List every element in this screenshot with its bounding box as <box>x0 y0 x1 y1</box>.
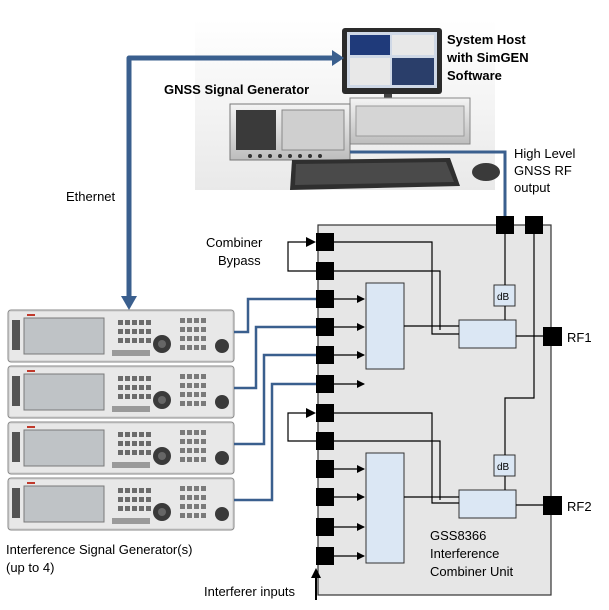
interference-generator-3 <box>7 421 235 475</box>
input-ports <box>316 233 334 565</box>
interferer-inputs-arrow <box>311 568 321 600</box>
high-level-label-line3: output <box>514 180 551 195</box>
internal-wiring <box>333 233 544 506</box>
combiner-block-upper <box>365 282 405 370</box>
port-interferer-6 <box>316 488 334 506</box>
port-interferer-7 <box>316 518 334 536</box>
interferer-cables <box>234 297 316 502</box>
combiner-bypass-label-line1: Combiner <box>206 235 263 250</box>
ethernet-label: Ethernet <box>66 189 116 204</box>
port-gnss-in-2 <box>525 216 543 234</box>
rf1-label: RF1 <box>567 330 592 345</box>
interference-gen-label-line1: Interference Signal Generator(s) <box>6 542 192 557</box>
host-photo <box>195 20 500 190</box>
bypass-loop-lower <box>287 408 316 442</box>
high-level-label-line2: GNSS RF <box>514 163 572 178</box>
attenuator-upper-label: dB <box>497 292 510 303</box>
keyboard-icon <box>290 158 460 190</box>
summer-upper <box>458 319 517 349</box>
interference-gen-label-line2: (up to 4) <box>6 560 54 575</box>
host-label-line2: with SimGEN <box>446 50 529 65</box>
combiner-inputs-lower <box>333 465 365 560</box>
port-bypass-2-out <box>316 432 334 450</box>
gnss-rf-cable <box>350 150 507 222</box>
port-rf1 <box>543 327 562 346</box>
ethernet-link <box>121 50 344 310</box>
port-interferer-2 <box>316 318 334 336</box>
interference-generator-1 <box>7 309 235 363</box>
port-gnss-in-1 <box>496 216 514 234</box>
gnss-generator-label: GNSS Signal Generator <box>164 82 309 97</box>
port-bypass-1-out <box>316 262 334 280</box>
unit-label-line3: Combiner Unit <box>430 564 513 579</box>
interference-generator-4 <box>7 477 235 531</box>
port-interferer-1 <box>316 290 334 308</box>
combiner-bypass-label-line2: Bypass <box>218 253 261 268</box>
combiner-block-lower <box>365 452 405 564</box>
port-bypass-2-in <box>316 404 334 422</box>
bypass-loop-upper <box>287 237 316 272</box>
interferer-inputs-label: Interferer inputs <box>204 584 296 599</box>
port-rf2 <box>543 496 562 515</box>
host-label-line1: System Host <box>447 32 526 47</box>
combiner-inputs-upper <box>333 295 365 388</box>
high-level-label-line1: High Level <box>514 146 576 161</box>
port-interferer-8 <box>316 547 334 565</box>
unit-label-line2: Interference <box>430 546 499 561</box>
port-bypass-1-in <box>316 233 334 251</box>
mouse-icon <box>472 163 500 181</box>
port-interferer-3 <box>316 346 334 364</box>
interference-generators <box>7 309 235 531</box>
unit-label-line1: GSS8366 <box>430 528 486 543</box>
interference-generator-2 <box>7 365 235 419</box>
summer-lower <box>458 489 517 519</box>
gnss-generator-icon <box>229 103 351 161</box>
port-interferer-5 <box>316 460 334 478</box>
host-label-line3: Software <box>447 68 502 83</box>
attenuator-lower-label: dB <box>497 462 510 473</box>
port-interferer-4 <box>316 375 334 393</box>
rf2-label: RF2 <box>567 499 592 514</box>
